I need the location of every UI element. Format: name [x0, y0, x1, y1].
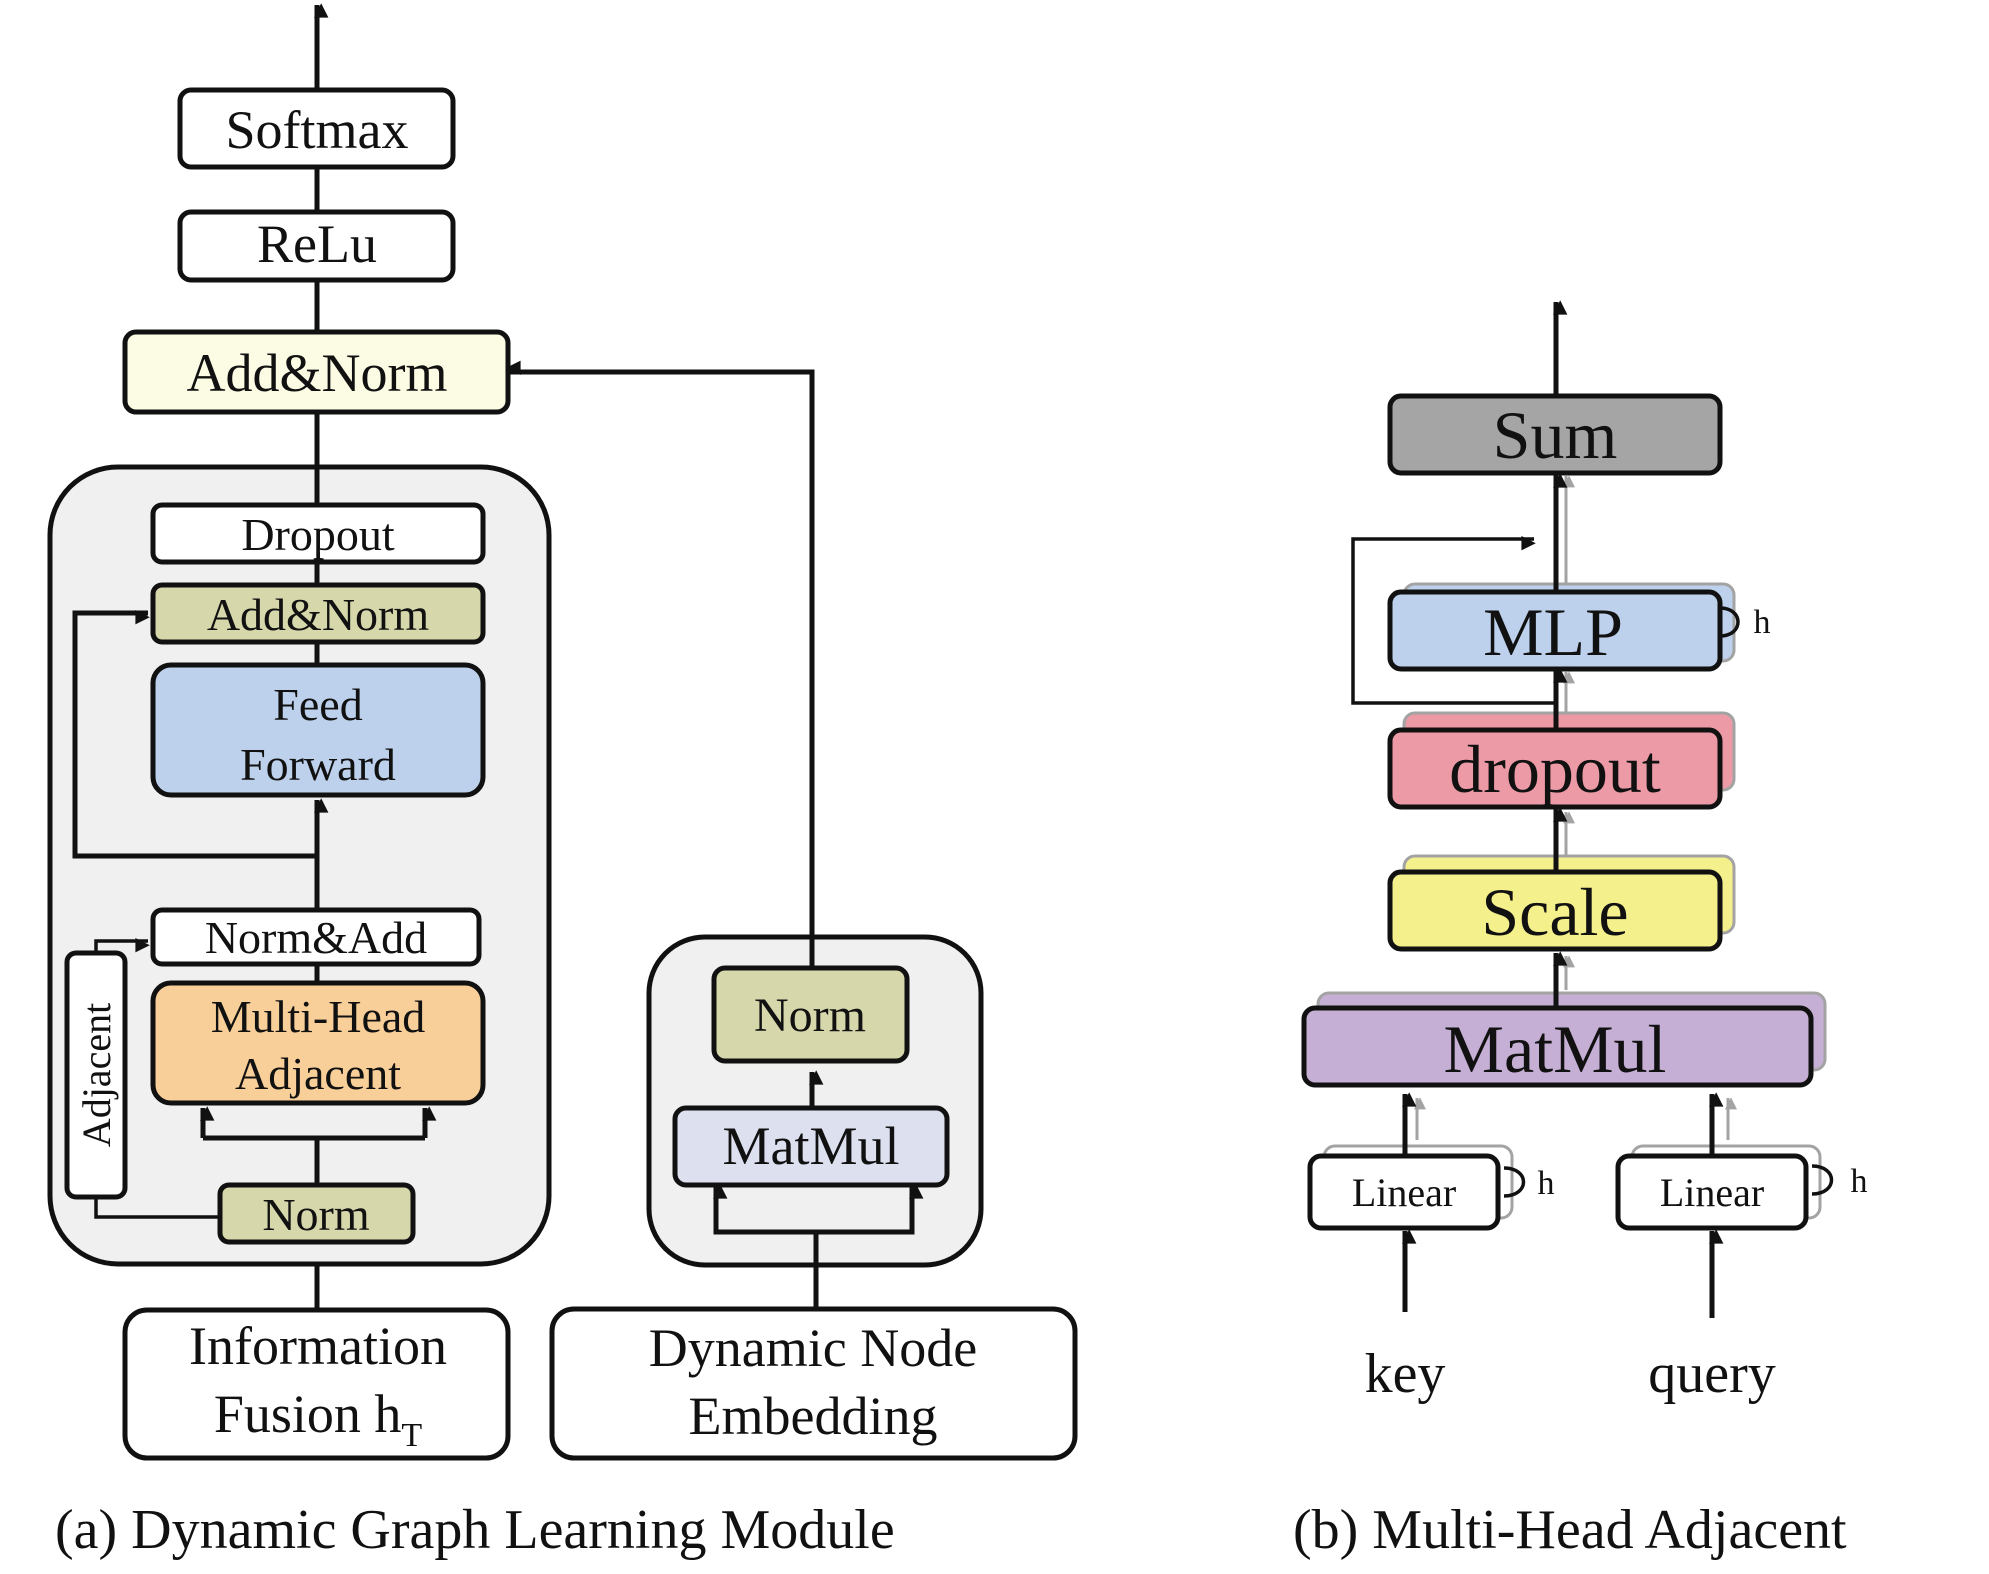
norm-right-box: [711, 965, 910, 1064]
adjacent-side-label: Adjacent: [74, 1003, 119, 1147]
multi-head-line2: Adjacent: [235, 1048, 401, 1099]
linear-query-box: [1615, 1153, 1809, 1231]
add-norm-top-box: [122, 329, 511, 415]
relu-box: [177, 209, 456, 283]
multi-head-adjacent-box: [150, 980, 486, 1106]
dropout-b-label: dropout: [1449, 731, 1661, 807]
dropout-b-box: [1387, 727, 1723, 810]
mlp-label: MLP: [1483, 594, 1623, 670]
linear-key-box: [1307, 1153, 1501, 1231]
dynamic-node-embedding-box: [549, 1306, 1078, 1461]
matmul-a-box: [672, 1105, 950, 1188]
mlp-box: [1387, 589, 1723, 672]
sum-label: Sum: [1493, 397, 1618, 473]
matmul-b-box: [1301, 1005, 1814, 1088]
multi-head-line1: Multi-Head: [211, 991, 426, 1042]
linear-query-label: Linear: [1660, 1170, 1764, 1215]
norm-bottom-box: [217, 1182, 416, 1245]
scale-label: Scale: [1481, 874, 1628, 950]
mlp-head-mark: h: [1754, 604, 1771, 641]
norm-right-label: Norm: [754, 989, 866, 1042]
feed-forward-line2: Forward: [240, 739, 396, 790]
relu-label: ReLu: [257, 214, 377, 274]
caption-a: (a) Dynamic Graph Learning Module: [55, 1499, 895, 1561]
dynamic-node-line1: Dynamic Node: [649, 1318, 977, 1378]
add-norm-top-label: Add&Norm: [187, 343, 448, 403]
norm-add-box: [150, 907, 482, 967]
softmax-box: [177, 87, 456, 170]
panel-b: Sum MLP h dropout Scale MatMul Linear h …: [1293, 300, 1868, 1561]
caption-b: (b) Multi-Head Adjacent: [1293, 1499, 1847, 1561]
dynamic-node-line2: Embedding: [689, 1386, 938, 1446]
linear-key-head-mark: h: [1538, 1165, 1555, 1202]
softmax-label: Softmax: [226, 100, 409, 160]
information-fusion-line2: Fusion hT: [214, 1384, 423, 1454]
dropout-box: [150, 502, 486, 565]
linear-key-label: Linear: [1352, 1170, 1456, 1215]
dropout-label: Dropout: [241, 509, 395, 560]
query-label: query: [1648, 1343, 1776, 1405]
feed-forward-box: [150, 662, 486, 798]
key-label: key: [1365, 1343, 1446, 1405]
matmul-a-label: MatMul: [722, 1116, 899, 1176]
information-fusion-subscript: T: [401, 1417, 422, 1454]
linear-query-head-mark: h: [1851, 1163, 1868, 1200]
information-fusion-line1: Information: [189, 1316, 447, 1376]
information-fusion-box: [122, 1307, 511, 1461]
norm-add-label: Norm&Add: [205, 912, 427, 963]
add-norm-inner-box: [150, 582, 486, 645]
feed-forward-line1: Feed: [273, 679, 362, 730]
sum-box: [1387, 393, 1723, 476]
scale-box: [1387, 869, 1723, 952]
norm-bottom-label: Norm: [262, 1189, 370, 1240]
add-norm-inner-label: Add&Norm: [207, 589, 430, 640]
panel-a: Softmax ReLu Add&Norm Dropout Add&Norm F…: [47, 3, 1078, 1561]
matmul-b-label: MatMul: [1444, 1011, 1667, 1087]
adjacent-side-box: [64, 950, 128, 1200]
